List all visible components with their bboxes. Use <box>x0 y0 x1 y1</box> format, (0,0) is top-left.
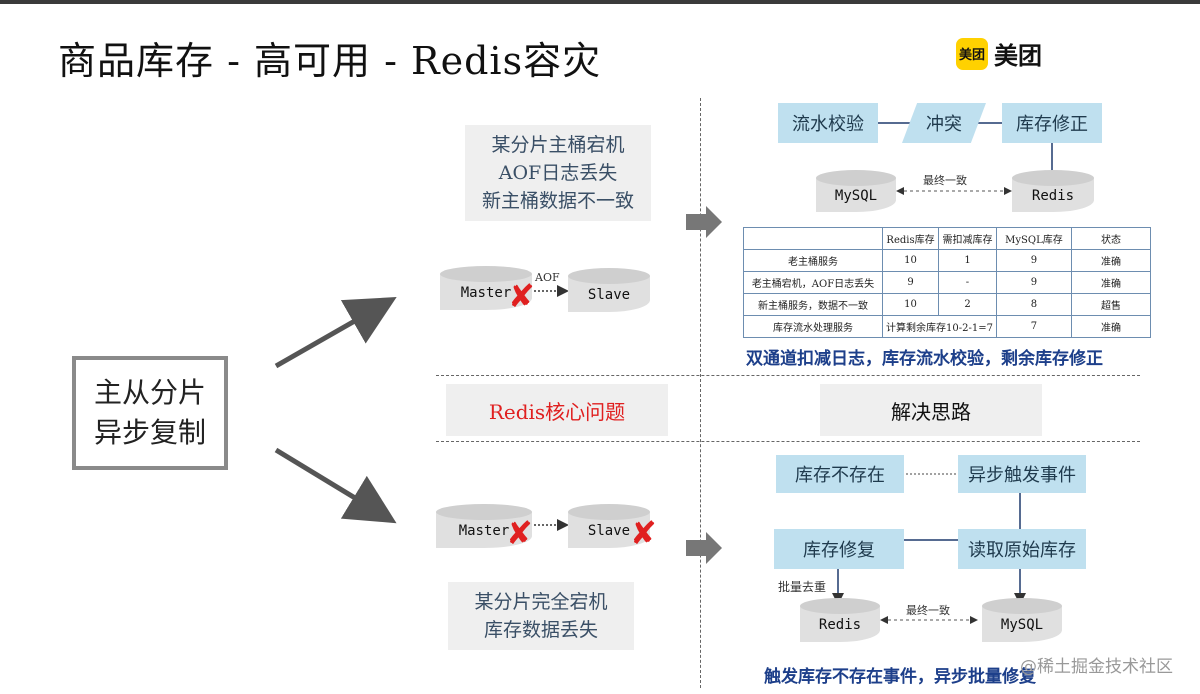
failure-x-icon: ✘ <box>508 277 535 315</box>
logo-text: 美团 <box>994 42 1042 70</box>
table-cell: 老主桶宕机，AOF日志丢失 <box>743 271 883 294</box>
table-cell: 7 <box>995 315 1072 338</box>
problem-bottom-line2: 库存数据丢失 <box>483 619 598 641</box>
table-cell: 准确 <box>1070 271 1151 294</box>
table-header: 状态 <box>1070 227 1151 250</box>
master-db-bottom: Master <box>436 504 532 548</box>
arrow-down <box>274 447 397 524</box>
batch-dedup-label: 批量去重 <box>778 580 827 594</box>
flow-step-conflict: 冲突 <box>902 103 986 143</box>
main-label-line2: 异步复制 <box>93 416 206 449</box>
table-cell: 9 <box>995 271 1072 294</box>
failure-x-icon: ✘ <box>630 514 657 552</box>
horizontal-divider-top <box>436 375 1140 376</box>
vertical-divider <box>700 98 701 688</box>
table-cell: - <box>938 271 997 294</box>
problem-bottom-line1: 某分片完全宕机 <box>474 591 608 613</box>
section-label-solutions: 解决思路 <box>820 384 1042 436</box>
slave-db-bottom: Slave <box>568 504 650 548</box>
flow-step-check: 流水校验 <box>778 103 878 143</box>
logo-icon: 美团 <box>956 37 988 70</box>
redis-db-top: Redis <box>1012 170 1094 212</box>
top-bar <box>0 0 1200 4</box>
sync-label-top: 最终一致 <box>923 174 967 187</box>
table-cell: 老主桶服务 <box>743 249 883 272</box>
problem-bottom-box: 某分片完全宕机 库存数据丢失 <box>448 582 634 650</box>
table-header: MySQL库存 <box>995 227 1072 250</box>
table-cell: 1 <box>938 249 997 272</box>
table-header <box>743 227 883 250</box>
table-header: Redis库存 <box>881 227 940 250</box>
table-cell: 计算剩余库存10-2-1=7 <box>882 315 997 338</box>
step-async-trigger: 异步触发事件 <box>958 455 1086 493</box>
table-cell: 准确 <box>1070 249 1151 272</box>
table-cell: 8 <box>995 293 1072 316</box>
table-row: 老主桶服务 10 1 9 准确 <box>743 249 1151 272</box>
mysql-db-top: MySQL <box>816 170 896 212</box>
problem-top-line3: 新主桶数据不一致 <box>481 190 634 212</box>
watermark: @稀土掘金技术社区 <box>1020 657 1173 677</box>
failure-x-icon: ✘ <box>506 514 533 552</box>
section-label-problems: Redis核心问题 <box>446 384 668 436</box>
arrow-up <box>274 297 397 369</box>
caption-bottom: 触发库存不存在事件，异步批量修复 <box>764 667 1036 687</box>
table-cell: 超售 <box>1070 293 1151 316</box>
step-read-original: 读取原始库存 <box>958 529 1086 569</box>
inventory-table: Redis库存 需扣减库存 MySQL库存 状态 老主桶服务 10 1 9 准确… <box>743 227 1151 338</box>
table-row: 库存流水处理服务 计算剩余库存10-2-1=7 7 准确 <box>743 315 1151 338</box>
table-cell: 9 <box>881 271 940 294</box>
table-row: 新主桶服务，数据不一致 10 2 8 超售 <box>743 293 1151 316</box>
page-title: 商品库存 - 高可用 - Redis容灾 <box>58 39 602 83</box>
arrow-right-top <box>686 206 722 238</box>
sync-label-bottom: 最终一致 <box>906 604 950 617</box>
meituan-logo: 美团 美团 <box>956 36 1042 71</box>
table-row: 老主桶宕机，AOF日志丢失 9 - 9 准确 <box>743 271 1151 294</box>
arrow-right-bottom <box>686 532 722 564</box>
step-stock-missing: 库存不存在 <box>776 455 904 493</box>
problem-top-line2: AOF日志丢失 <box>498 162 618 184</box>
slave-db-top: Slave <box>568 268 650 312</box>
table-header: 需扣减库存 <box>938 227 997 250</box>
table-cell: 准确 <box>1070 315 1151 338</box>
problem-top-box: 某分片主桶宕机 AOF日志丢失 新主桶数据不一致 <box>465 125 651 221</box>
caption-top: 双通道扣减日志，库存流水校验，剩余库存修正 <box>746 349 1103 369</box>
table-cell: 新主桶服务，数据不一致 <box>743 293 883 316</box>
problem-top-line1: 某分片主桶宕机 <box>491 134 625 156</box>
horizontal-divider-bottom <box>436 441 1140 442</box>
step-stock-repair: 库存修复 <box>774 529 904 569</box>
table-cell: 10 <box>881 249 940 272</box>
mysql-db-bottom: MySQL <box>982 598 1062 642</box>
table-cell: 9 <box>995 249 1072 272</box>
table-cell: 库存流水处理服务 <box>743 315 883 338</box>
table-cell: 2 <box>938 293 997 316</box>
main-label-box: 主从分片 异步复制 <box>72 356 228 470</box>
table-header-row: Redis库存 需扣减库存 MySQL库存 状态 <box>743 227 1151 250</box>
flow-step-correct: 库存修正 <box>1002 103 1102 143</box>
master-db-top: Master <box>440 266 532 310</box>
redis-db-bottom: Redis <box>800 598 880 642</box>
main-label-line1: 主从分片 <box>93 376 206 409</box>
aof-label: AOF <box>535 271 560 284</box>
table-cell: 10 <box>881 293 940 316</box>
